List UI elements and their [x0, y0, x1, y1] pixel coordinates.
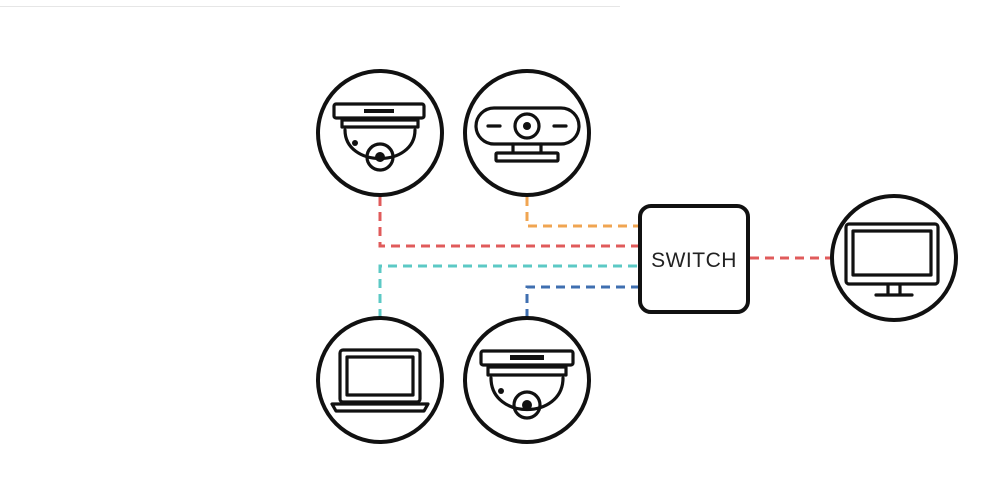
wire-dome-camera-top [378, 197, 638, 248]
wire-dome-camera-bottom [525, 285, 638, 318]
switch-box [638, 204, 750, 314]
wire-laptop [378, 264, 638, 318]
webcam-icon [474, 106, 581, 163]
node-dome-camera-top [316, 69, 444, 197]
wire-webcam [525, 197, 638, 228]
node-dome-camera-bottom [463, 316, 591, 444]
top-divider [0, 6, 620, 7]
dome-camera-icon [479, 349, 575, 420]
node-webcam [463, 69, 591, 197]
node-laptop [316, 316, 444, 444]
connections [378, 197, 832, 318]
switch-label: SWITCH [651, 249, 737, 272]
switch-node: SWITCH [638, 204, 750, 314]
monitor-icon [844, 222, 940, 297]
dome-camera-icon [332, 102, 426, 172]
laptop-icon [330, 348, 430, 413]
node-monitor [830, 194, 958, 322]
